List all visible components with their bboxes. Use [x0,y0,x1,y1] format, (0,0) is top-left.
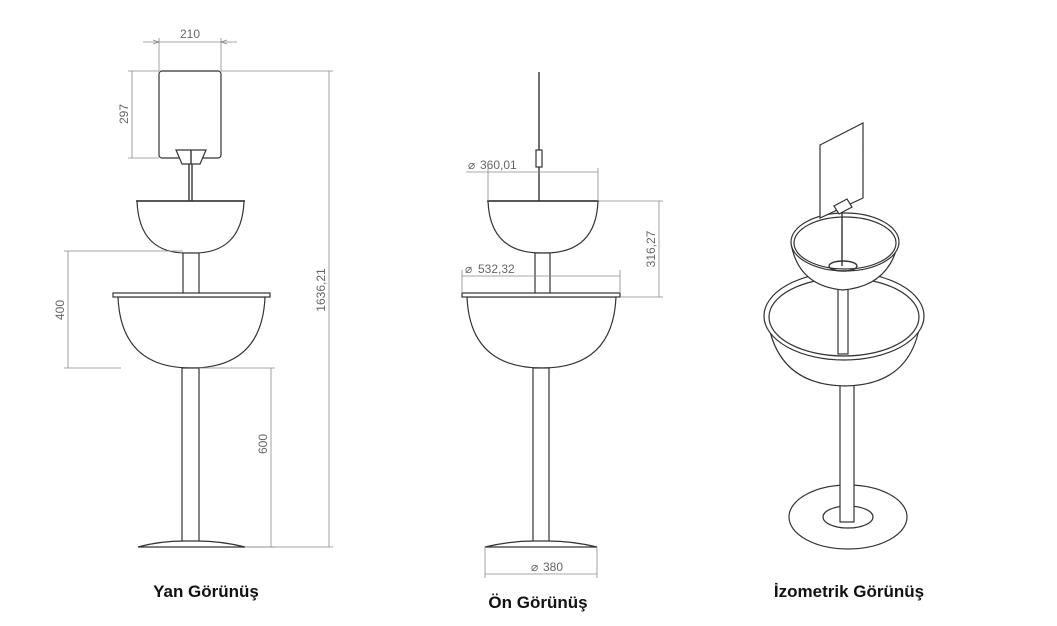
side-view: 210 297 400 600 1636,21 Yan Görünüş [53,27,333,601]
front-clamp [535,149,543,168]
front-dim-top-bowl-height: 316,27 [644,230,658,267]
front-mid-pole [534,252,551,295]
iso-clamp [833,198,853,215]
front-bottom-bowl [466,296,617,369]
iso-lower-pole [839,379,855,523]
front-view: ⌀ 360,01 ⌀ 532,32 316,27 ⌀ 380 Ön Görünü… [461,72,663,612]
front-base [484,540,598,548]
front-dim-dia-symbol-3: ⌀ [531,560,538,574]
side-top-bowl [136,200,245,254]
side-sign-panel [158,70,222,159]
side-dim-width: 210 [180,27,200,41]
side-bottom-bowl-rim [112,292,271,298]
front-top-bowl [487,200,599,254]
side-dim-sign-height: 297 [117,104,131,124]
side-lower-pole [181,367,200,544]
front-bottom-bowl-rim [461,292,621,298]
side-base [137,540,246,548]
front-dim-dia-bottom: 532,32 [478,262,515,276]
side-dim-total-height: 1636,21 [314,268,328,312]
front-dim-dia-top: 360,01 [480,158,517,172]
side-mid-pole [182,252,200,295]
front-view-caption: Ön Görünüş [488,593,587,612]
side-dim-bowl-height: 400 [53,300,67,320]
front-dim-dia-symbol-2: ⌀ [465,262,472,276]
iso-sign-panel [819,122,864,219]
side-view-caption: Yan Görünüş [153,582,259,601]
front-dim-dia-base: 380 [543,560,563,574]
front-lower-pole [532,367,550,544]
iso-view: İzometrik Görünüş [763,122,925,601]
side-dim-pole-height: 600 [256,434,270,454]
iso-top-bowl-inner [793,216,897,270]
front-dim-dia-symbol-1: ⌀ [468,158,475,172]
iso-top-bowl-hub [828,260,858,272]
iso-view-caption: İzometrik Görünüş [774,582,924,601]
side-bottom-bowl [117,296,266,369]
